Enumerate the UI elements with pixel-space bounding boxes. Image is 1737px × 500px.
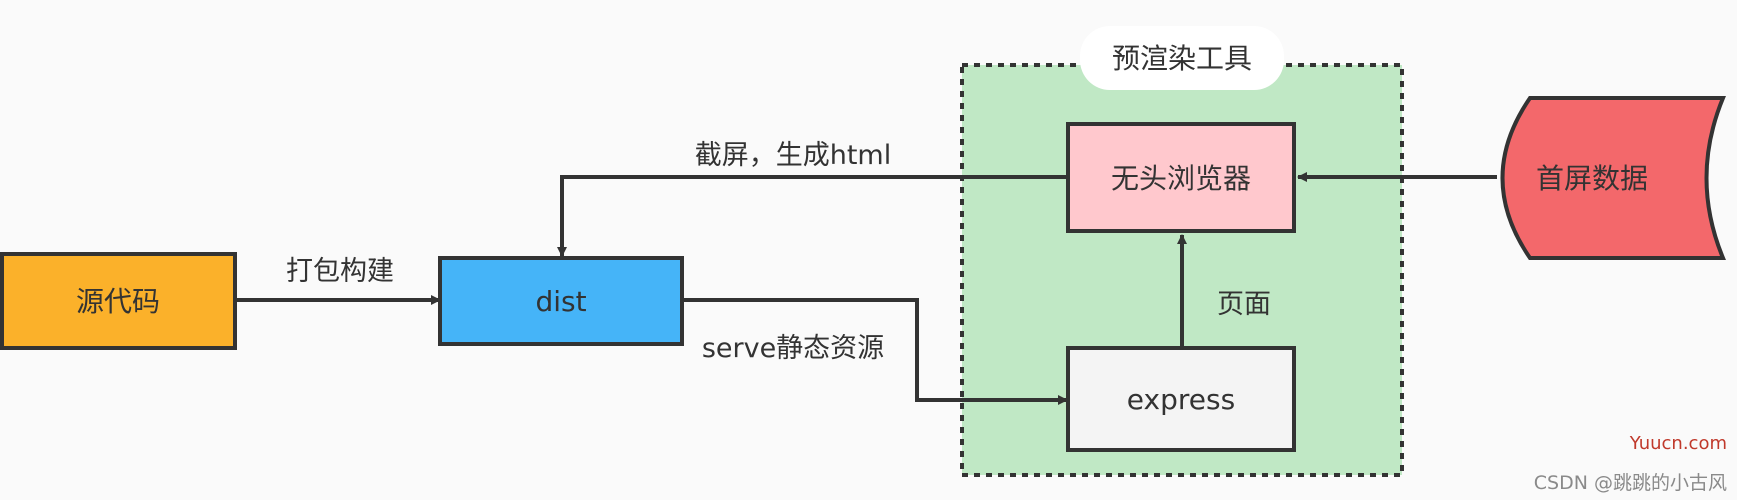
source-code-node <box>0 252 237 350</box>
express-node <box>1066 346 1296 452</box>
express-label: express <box>1127 383 1235 416</box>
headless-browser-label: 无头浏览器 <box>1111 162 1251 195</box>
first-screen-data-node <box>1500 96 1726 260</box>
watermark-author: CSDN @跳跳的小古风 <box>1533 472 1727 494</box>
prerender-tool-label: 预渲染工具 <box>1112 42 1252 75</box>
dist-node <box>438 256 684 346</box>
edge-serve <box>682 298 1068 405</box>
edge-label-build: 打包构建 <box>286 256 394 287</box>
headless-browser-node <box>1066 122 1296 233</box>
first-screen-data-label: 首屏数据 <box>1536 162 1648 195</box>
edge-screenshot <box>557 175 1068 257</box>
edge-label-screenshot: 截屏，生成html <box>695 140 892 171</box>
edge-label-serve: serve静态资源 <box>702 333 884 364</box>
source-code-label: 源代码 <box>76 285 160 318</box>
prerender-tool-label-bg <box>1080 26 1284 90</box>
dist-label: dist <box>535 285 586 318</box>
watermark-site: Yuucn.com <box>1629 433 1727 454</box>
edge-label-page: 页面 <box>1217 289 1271 320</box>
